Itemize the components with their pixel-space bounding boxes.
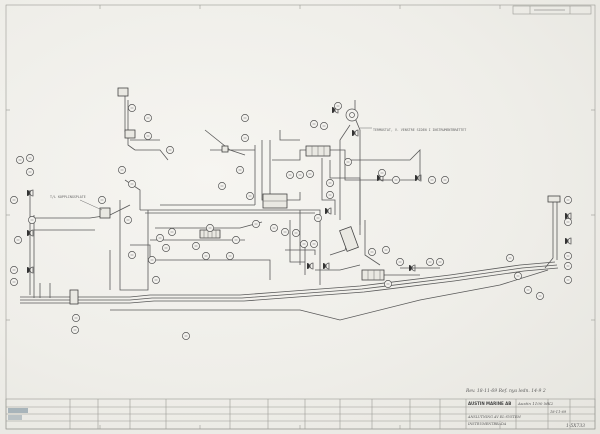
border-ticks — [6, 5, 595, 429]
title-line-1: ANSLUTNING AV EL-SYSTEM — [467, 415, 521, 419]
top-stamp-box — [512, 5, 592, 15]
relay-left — [99, 207, 111, 219]
revision-note: Rev. 18-11-69 Ref. nya ledn. 14-9 2 — [465, 388, 546, 394]
terminal-strip-right — [361, 269, 385, 281]
switch-top — [124, 129, 136, 139]
title-block: AUSTIN MARINE AB Austin 1100 MK2 ANSLUTN… — [5, 398, 596, 430]
model-name: Austin 1100 MK2 — [517, 401, 554, 406]
end-connector-right — [547, 195, 561, 203]
thermostat-note: TERMOSTAT, V. VENSTRE SIDEN I INSTRUMENT… — [373, 128, 466, 132]
company-name: AUSTIN MARINE AB — [468, 401, 511, 406]
wire-harness — [20, 92, 559, 321]
drawing-number: 1-5X733 — [566, 423, 585, 429]
sensor-mid — [221, 145, 229, 153]
junction-block-left — [69, 289, 79, 305]
reference-bubbles — [10, 102, 572, 340]
drawing-date: 18-11-69 — [550, 410, 567, 414]
switch-panel — [339, 226, 359, 252]
lamp-housing-top — [117, 87, 129, 97]
annotation-notes: TERMOSTAT, V. VENSTRE SIDEN I INSTRUMENT… — [50, 127, 466, 211]
connector-symbols — [27, 106, 572, 274]
title-line-2: INSTRUMENTBRÄDA — [467, 421, 507, 426]
coupling-plate-note: T/L KOPPLINGSPLATE — [50, 195, 86, 199]
components — [69, 87, 561, 305]
